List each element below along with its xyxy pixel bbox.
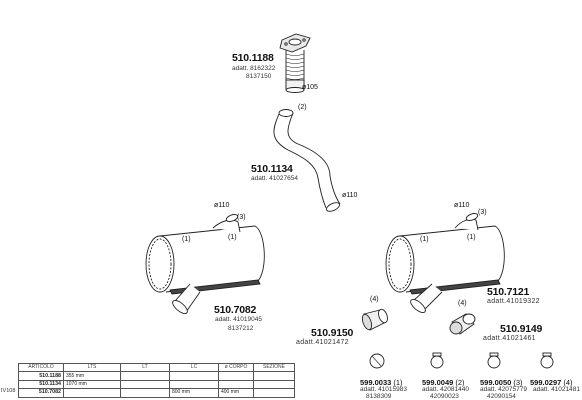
diameter-label-7082: ø110 [214, 202, 230, 209]
diameter-label-1188: ø105 [302, 84, 318, 91]
col-lts: LTS [63, 362, 121, 373]
diameter-label-1134: ø110 [342, 192, 358, 199]
side-label: IV108 [1, 388, 16, 394]
part-adatt-510-7082: adatt. 41019045 [215, 316, 262, 323]
clamp-599-0033: 599.0033 (1) [360, 378, 403, 387]
table-cell [218, 371, 254, 381]
table-cell: 400 mm [218, 388, 254, 398]
part-adatt-510-7121: adatt.41019322 [487, 298, 540, 305]
table-cell: 510.1134 [18, 379, 64, 390]
callout-1-left-b: (1) [228, 234, 237, 241]
part-adatt2-510-1188: 8137150 [246, 73, 272, 80]
part-adatt-510-9149: adatt.41021461 [483, 335, 536, 342]
col-lc: LC [169, 362, 219, 373]
part-code-510-1134: 510.1134 [251, 163, 293, 175]
clamp-599-0049-adatt2: 42090023 [430, 393, 459, 400]
part-code-510-7121: 510.7121 [487, 286, 530, 298]
table-cell: 510.1188 [18, 371, 64, 381]
callout-4-right: (4) [458, 300, 467, 307]
table-row: 510.1188 355 mm [18, 371, 295, 381]
callout-1-right-a: (1) [420, 236, 429, 243]
part-adatt2-510-7082: 8137212 [228, 325, 254, 332]
clamp-drawings [369, 352, 554, 369]
table-cell [253, 379, 295, 390]
spec-table-header: ARTICOLO LTS LT LC ø CORPO SEZIONE [18, 362, 295, 373]
part-adatt-510-1134: adatt. 41027654 [251, 175, 298, 182]
bent-pipe-drawing [273, 109, 341, 212]
col-corpo: ø CORPO [218, 362, 254, 373]
table-row: 510.1134 1070 mm [18, 379, 295, 390]
table-cell [63, 388, 121, 398]
col-articolo: ARTICOLO [18, 362, 64, 373]
clamp-599-0297-adatt: adatt. 41021481 [533, 386, 580, 393]
clamp-599-0049: 599.0049 (2) [422, 378, 465, 387]
table-cell: 1070 mm [63, 379, 121, 390]
table-cell [218, 379, 254, 390]
callout-4-left: (4) [370, 296, 379, 303]
callout-1-right-b: (1) [467, 234, 476, 241]
callout-3-right: (3) [478, 209, 487, 216]
clamp-599-0050-adatt: adatt. 42075779 [480, 386, 527, 393]
clamp-599-0297: 599.0297 (4) [530, 378, 573, 387]
callout-2: (2) [298, 104, 307, 111]
part-adatt-510-1188: adatt. 8162322 [232, 65, 276, 72]
table-cell [120, 388, 170, 398]
table-cell [253, 371, 295, 381]
flex-pipe-drawing [279, 33, 311, 93]
callout-3-left: (3) [237, 214, 246, 221]
clamp-599-0050-adatt2: 42090154 [487, 393, 516, 400]
table-cell [169, 371, 219, 381]
table-cell: 510.7082 [18, 388, 64, 398]
silencer-left-drawing [145, 214, 265, 314]
table-cell [169, 379, 219, 390]
clamp-599-0049-adatt: adatt. 42081440 [422, 386, 469, 393]
part-code-510-7082: 510.7082 [214, 304, 257, 316]
sleeve-9150-drawing [361, 308, 388, 331]
part-adatt-510-9150: adatt.41021472 [296, 339, 349, 346]
col-sezione: SEZIONE [253, 362, 295, 373]
table-cell: 800 mm [169, 388, 219, 398]
table-cell [120, 371, 170, 381]
sleeve-9149-drawing [449, 313, 476, 335]
clamp-599-0033-adatt2: 8138309 [366, 393, 392, 400]
table-row: 510.7082 800 mm 400 mm [18, 388, 295, 398]
diameter-label-7121: ø110 [454, 202, 470, 209]
col-lt: LT [120, 362, 170, 373]
silencer-right-drawing [385, 213, 505, 313]
table-cell [120, 379, 170, 390]
part-code-510-9149: 510.9149 [500, 323, 543, 335]
table-cell: 355 mm [63, 371, 121, 381]
part-code-510-1188: 510.1188 [232, 52, 274, 64]
callout-1-left-a: (1) [182, 236, 191, 243]
clamp-599-0033-adatt: adatt. 41015983 [360, 386, 407, 393]
part-code-510-9150: 510.9150 [311, 327, 354, 339]
clamp-599-0050: 599.0050 (3) [480, 378, 523, 387]
table-cell [253, 388, 295, 398]
spec-table: ARTICOLO LTS LT LC ø CORPO SEZIONE 510.1… [18, 362, 295, 398]
